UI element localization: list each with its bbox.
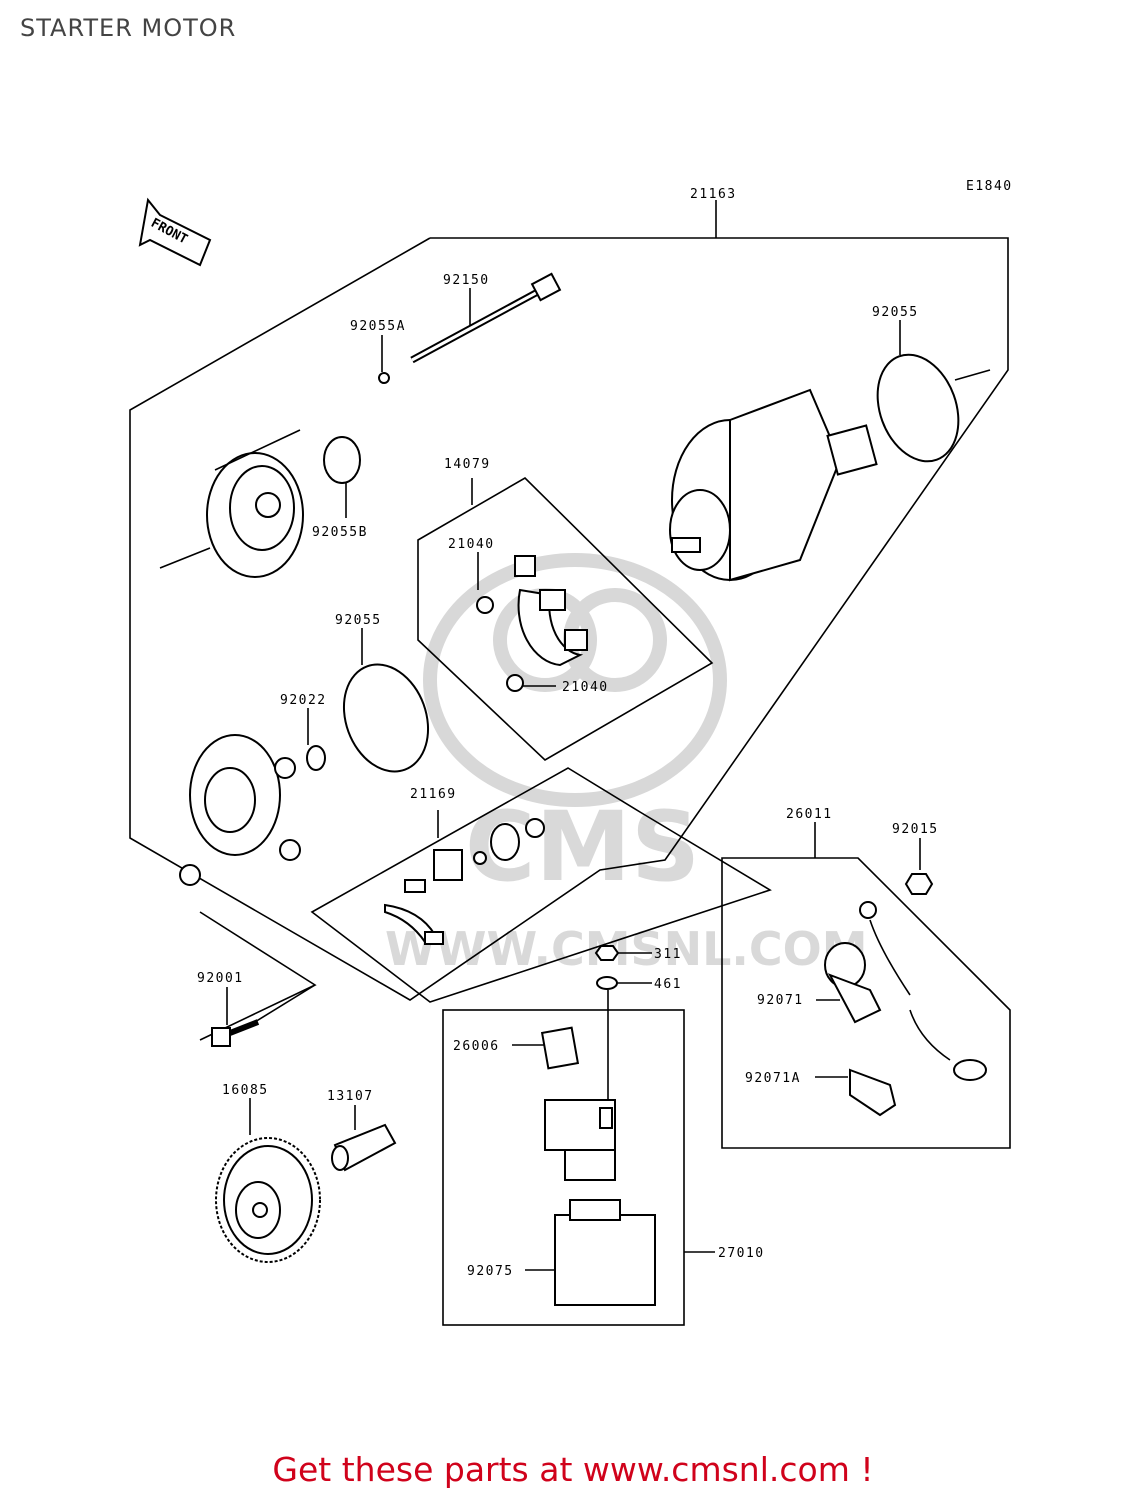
label-92015: 92015 — [892, 822, 939, 837]
shaft-13107 — [331, 1123, 397, 1172]
relay-cover-92075 — [554, 1199, 656, 1306]
terminal-cap-92071 — [824, 942, 882, 1024]
bolt-92001 — [211, 1019, 260, 1047]
label-13107: 13107 — [327, 1089, 374, 1104]
battery-cable — [859, 901, 987, 1081]
nut-92015 — [904, 873, 934, 895]
label-92001: 92001 — [197, 971, 244, 986]
ref-code: E1840 — [966, 179, 1013, 194]
label-21040-b: 21040 — [562, 680, 609, 695]
terminal-parts — [384, 818, 545, 945]
brush-holder-outline-14079 — [417, 477, 714, 761]
relay-box-27010 — [442, 1009, 685, 1326]
label-21163: 21163 — [690, 187, 737, 202]
label-27010: 27010 — [718, 1246, 765, 1261]
rear-cover — [179, 734, 301, 886]
label-92075: 92075 — [467, 1264, 514, 1279]
assembly-outline-21163 — [129, 237, 1009, 1001]
label-92055B: 92055B — [312, 525, 368, 540]
front-cover — [159, 429, 304, 578]
brush-plate — [476, 555, 588, 692]
terminal-kit-outline-21169 — [310, 767, 772, 1003]
through-bolt-92150 — [410, 272, 562, 364]
washer-92022 — [306, 745, 326, 771]
front-arrow-icon: FRONT — [138, 197, 212, 267]
o-ring-92055-mid — [342, 663, 430, 773]
label-311: 311 — [654, 947, 682, 962]
label-92150: 92150 — [443, 273, 490, 288]
label-92055-top: 92055 — [872, 305, 919, 320]
watermark-url: WWW.CMSNL.COM — [385, 922, 868, 976]
label-461: 461 — [654, 977, 682, 992]
gear-16085 — [215, 1137, 321, 1263]
page-title: STARTER MOTOR — [20, 14, 237, 42]
armature-yoke — [669, 369, 991, 582]
label-14079: 14079 — [444, 457, 491, 472]
o-ring-92055A — [378, 372, 390, 384]
label-26006: 26006 — [453, 1039, 500, 1054]
washer-461 — [596, 976, 618, 990]
label-92071A: 92071A — [745, 1071, 801, 1086]
nut-311 — [594, 945, 620, 961]
parts-diagram: CMS WWW.CMSNL.COM FRONT E1840 — [129, 179, 1013, 1326]
label-92071: 92071 — [757, 993, 804, 1008]
label-21040-a: 21040 — [448, 537, 495, 552]
watermark-logo: CMS WWW.CMSNL.COM — [385, 553, 868, 976]
label-16085: 16085 — [222, 1083, 269, 1098]
starter-relay — [544, 1099, 616, 1181]
label-92022: 92022 — [280, 693, 327, 708]
cable-kit-outline-26011 — [721, 857, 1011, 1149]
label-92055-mid: 92055 — [335, 613, 382, 628]
o-ring-92055-top — [876, 353, 960, 463]
terminal-cap-92071A — [849, 1068, 897, 1117]
label-21169: 21169 — [410, 787, 457, 802]
cta-link[interactable]: Get these parts at www.cmsnl.com ! — [272, 1450, 874, 1489]
o-ring-92055B — [323, 436, 361, 484]
label-92055A: 92055A — [350, 319, 406, 334]
fuse-26006 — [540, 1026, 580, 1070]
label-26011: 26011 — [786, 807, 833, 822]
